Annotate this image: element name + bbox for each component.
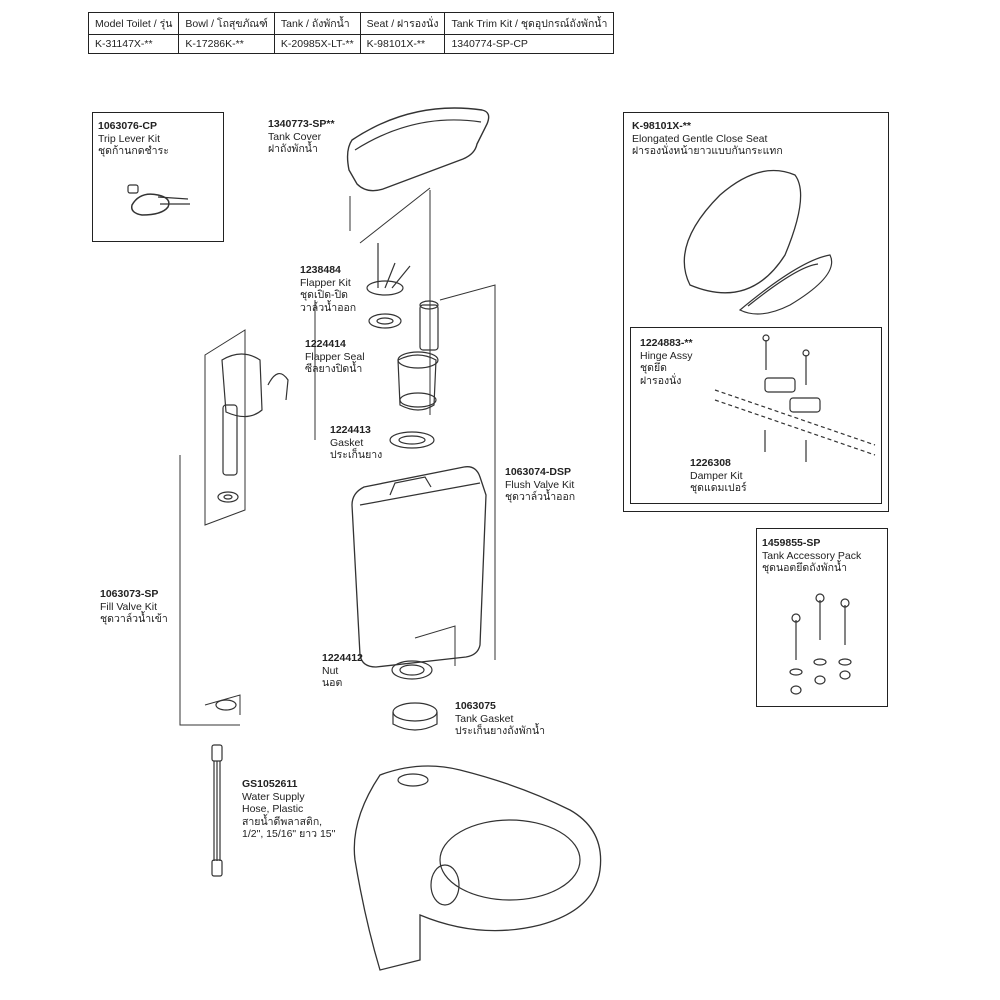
value-tank: K-20985X-LT-** (273, 34, 361, 54)
damper-thai: ชุดแดมเปอร์ (690, 482, 747, 494)
flapper-kit-thai2: วาล์วน้ำออก (300, 301, 357, 314)
fill-valve-drawing (217, 353, 289, 503)
trip-lever-thai: ชุดก้านกดชำระ (98, 145, 169, 157)
label-hinge: 1224883-** Hinge Assy ชุดยึด ฝารองนั่ง (640, 337, 693, 387)
water-hose-thai: สายน้ำดีพลาสติก, (242, 815, 323, 828)
hinge-thai: ชุดยึด (640, 362, 667, 374)
tank-cover-name: Tank Cover (268, 130, 322, 143)
hinge-drawing (714, 334, 876, 462)
accessory-bolts-drawing (789, 593, 852, 695)
model-spec-table: Model Toilet / รุ่น Bowl / โถสุขภัณฑ์ Ta… (87, 12, 615, 54)
flapper-kit-thai: ชุดเปิด-ปิด (300, 289, 348, 301)
trip-lever-drawing (127, 184, 190, 216)
hinge-thai2: ฝารองนั่ง (640, 374, 682, 387)
value-model: K-31147X-** (87, 34, 180, 54)
label-gasket: 1224413 Gasket ประเก็นยาง (330, 424, 382, 462)
accessory-code: 1459855-SP (762, 537, 821, 549)
trip-lever-code: 1063076-CP (98, 120, 157, 132)
seat-thai: ฝารองนั่งหน้ายาวแบบกันกระแทก (632, 145, 783, 157)
label-trip-lever: 1063076-CP Trip Lever Kit ชุดก้านกดชำระ (98, 120, 169, 158)
explode-lines (179, 187, 496, 726)
gasket-code: 1224413 (330, 424, 371, 436)
accessory-box (756, 528, 888, 707)
tank-gasket-thai: ประเก็นยางถังพักน้ำ (455, 725, 546, 737)
header-trim-kit: Tank Trim Kit / ชุดอุปกรณ์ถังพักน้ำ (444, 12, 615, 35)
seat-drawing (683, 169, 833, 315)
flapper-seal-thai: ซีลยางปิดน้ำ (305, 363, 363, 375)
label-flapper-seal: 1224414 Flapper Seal ซีลยางปิดน้ำ (305, 338, 365, 376)
flapper-kit-name: Flapper Kit (300, 276, 351, 289)
accessory-name: Tank Accessory Pack (762, 549, 862, 562)
hinge-name: Hinge Assy (640, 349, 693, 362)
label-nut: 1224412 Nut นอต (322, 652, 363, 690)
tank-cover-drawing (346, 107, 490, 192)
toilet-bowl-drawing (353, 765, 602, 971)
tank-gasket-name: Tank Gasket (455, 712, 514, 725)
tank-cover-code: 1340773-SP** (268, 118, 335, 130)
seat-box (623, 112, 889, 512)
label-tank-cover: 1340773-SP** Tank Cover ฝาถังพักน้ำ (268, 118, 335, 156)
fill-valve-code: 1063073-SP (100, 588, 159, 600)
label-seat: K-98101X-** Elongated Gentle Close Seat … (632, 120, 783, 158)
label-flapper-kit: 1238484 Flapper Kit ชุดเปิด-ปิด วาล์วน้ำ… (300, 264, 356, 314)
damper-name: Damper Kit (690, 469, 743, 482)
value-bowl: K-17286K-** (178, 34, 275, 54)
tank-cover-thai: ฝาถังพักน้ำ (268, 143, 318, 155)
tank-gasket-drawing (392, 702, 438, 731)
fill-valve-name: Fill Valve Kit (100, 600, 157, 613)
water-hose-thai2: 1/2", 15/16" ยาว 15" (242, 828, 336, 840)
accessory-thai: ชุดนอตยึดถังพักน้ำ (762, 562, 848, 574)
flush-valve-thai: ชุดวาล์วน้ำออก (505, 491, 576, 503)
water-hose-name: Water Supply (242, 790, 305, 803)
label-flush-valve: 1063074-DSP Flush Valve Kit ชุดวาล์วน้ำอ… (505, 466, 575, 504)
label-water-hose: GS1052611 Water Supply Hose, Plastic สาย… (242, 778, 335, 841)
nut-name: Nut (322, 664, 339, 677)
label-accessory: 1459855-SP Tank Accessory Pack ชุดนอตยึด… (762, 537, 861, 575)
trip-lever-box (92, 112, 224, 242)
tank-drawing (351, 466, 487, 668)
label-fill-valve: 1063073-SP Fill Valve Kit ชุดวาล์วน้ำเข้… (100, 588, 168, 626)
label-damper: 1226308 Damper Kit ชุดแดมเปอร์ (690, 457, 747, 495)
spec-value-row: K-31147X-** K-17286K-** K-20985X-LT-** K… (87, 34, 615, 54)
value-trim-kit: 1340774-SP-CP (444, 34, 615, 54)
header-model: Model Toilet / รุ่น (87, 12, 180, 35)
spec-header-row: Model Toilet / รุ่น Bowl / โถสุขภัณฑ์ Ta… (87, 12, 615, 35)
fill-valve-thai: ชุดวาล์วน้ำเข้า (100, 613, 168, 625)
flapper-seal-code: 1224414 (305, 338, 346, 350)
damper-code: 1226308 (690, 457, 731, 469)
gasket-thai: ประเก็นยาง (330, 449, 383, 461)
water-hose-code: GS1052611 (242, 778, 298, 790)
water-hose-name2: Hose, Plastic (242, 803, 304, 815)
hinge-code: 1224883-** (640, 337, 693, 349)
flush-valve-name: Flush Valve Kit (505, 478, 575, 491)
hinge-box (630, 327, 882, 504)
water-hose-drawing (211, 744, 223, 877)
nut-code: 1224412 (322, 652, 363, 664)
label-tank-gasket: 1063075 Tank Gasket ประเก็นยางถังพักน้ำ (455, 700, 545, 738)
gasket-name: Gasket (330, 436, 364, 449)
nut-thai: นอต (322, 677, 343, 689)
seat-code: K-98101X-** (632, 120, 691, 132)
flapper-kit-drawing (366, 243, 411, 329)
flapper-kit-code: 1238484 (300, 264, 341, 276)
trip-lever-name: Trip Lever Kit (98, 132, 161, 145)
nut-drawing (391, 660, 433, 680)
flapper-seal-name: Flapper Seal (305, 350, 365, 363)
flush-valve-drawing (397, 300, 439, 411)
flush-valve-code: 1063074-DSP (505, 466, 571, 478)
gasket-drawing (389, 431, 435, 449)
seat-name: Elongated Gentle Close Seat (632, 132, 768, 145)
tank-gasket-code: 1063075 (455, 700, 496, 712)
